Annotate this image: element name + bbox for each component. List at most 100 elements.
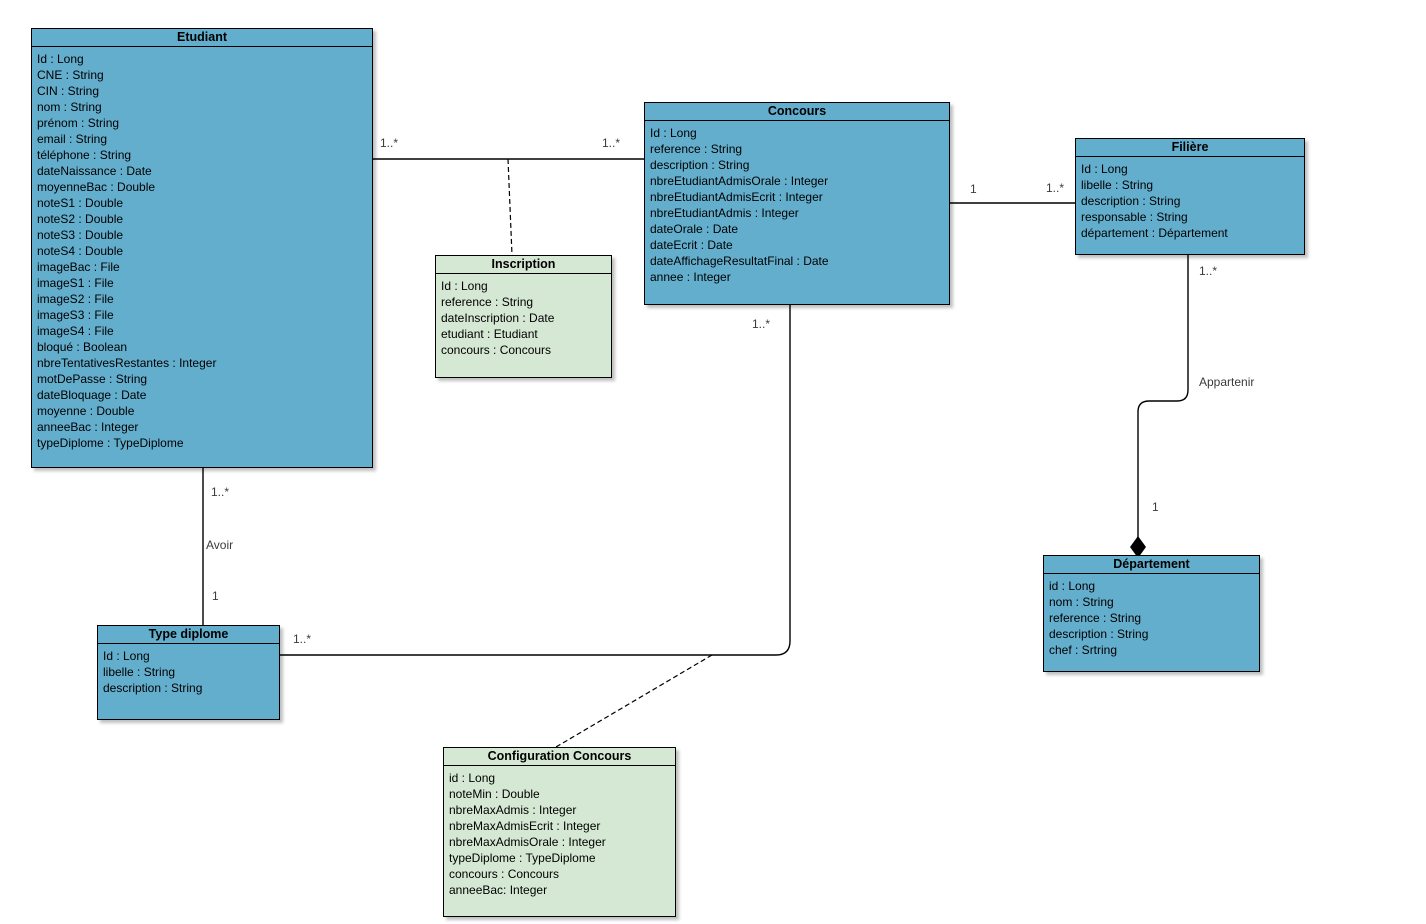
class-attribute: imageS3 : File	[37, 308, 114, 322]
class-attribute: CIN : String	[37, 84, 100, 98]
class-attribute: imageBac : File	[37, 260, 120, 274]
class-attribute: nbreEtudiantAdmisOrale : Integer	[650, 174, 829, 188]
class-title: Configuration Concours	[444, 748, 675, 766]
edge-typediplome-concours	[280, 305, 791, 656]
class-attribute: anneeBac : Integer	[37, 420, 139, 434]
class-attributes: Id : Long libelle : String description : S…	[1076, 157, 1304, 241]
class-attribute: nom : String	[1049, 595, 1114, 609]
class-attribute: prénom : String	[37, 116, 120, 130]
class-attribute: reference : String	[1049, 611, 1142, 625]
class-attribute: anneeBac: Integer	[449, 883, 548, 897]
class-attribute: nbreTentativesRestantes : Integer	[37, 356, 217, 370]
class-configuration-concours: Configuration Concours id : Long noteMin …	[443, 747, 676, 917]
class-title: Etudiant	[32, 29, 372, 47]
class-attribute: CNE : String	[37, 68, 104, 82]
class-title: Département	[1044, 556, 1259, 574]
class-attribute: libelle : String	[103, 665, 176, 679]
class-title: Inscription	[436, 256, 611, 274]
edge-configuration-association	[555, 654, 713, 748]
class-attribute: département : Département	[1081, 226, 1228, 240]
class-attribute: imageS4 : File	[37, 324, 114, 338]
class-attribute: nbreEtudiantAdmis : Integer	[650, 206, 799, 220]
multiplicity-etudiant-typediplome-source: 1..*	[211, 485, 230, 499]
class-concours: Concours Id : Long reference : String desc…	[644, 102, 950, 305]
class-attribute: dateEcrit : Date	[650, 238, 733, 252]
class-attribute: etudiant : Etudiant	[441, 327, 538, 341]
multiplicity-etudiant-concours-target: 1..*	[602, 136, 621, 150]
class-attribute: nbreEtudiantAdmisEcrit : Integer	[650, 190, 823, 204]
class-attribute: dateNaissance : Date	[37, 164, 152, 178]
edge-filiere-departement	[1137, 255, 1189, 538]
multiplicity-concours-filiere-target: 1..*	[1046, 181, 1065, 195]
class-attribute: Id : Long	[37, 52, 84, 66]
class-attribute: nom : String	[37, 100, 102, 114]
class-attributes: id : Long nom : String reference : String d…	[1044, 574, 1259, 658]
class-title: Concours	[645, 103, 949, 121]
class-attribute: concours : Concours	[449, 867, 560, 881]
class-attribute: Id : Long	[103, 649, 150, 663]
multiplicity-etudiant-concours-source: 1..*	[380, 136, 399, 150]
class-attribute: bloqué : Boolean	[37, 340, 128, 354]
class-attribute: nbreMaxAdmisEcrit : Integer	[449, 819, 601, 833]
class-departement: Département id : Long nom : String referen…	[1043, 555, 1260, 672]
class-attribute: annee : Integer	[650, 270, 731, 284]
class-attribute: id : Long	[449, 771, 496, 785]
class-attribute: moyenne : Double	[37, 404, 135, 418]
class-attribute: dateInscription : Date	[441, 311, 555, 325]
class-attribute: typeDiplome : TypeDiplome	[449, 851, 596, 865]
class-attribute: reference : String	[650, 142, 743, 156]
class-attribute: description : String	[1049, 627, 1149, 641]
class-attribute: libelle : String	[1081, 178, 1154, 192]
class-attribute: email : String	[37, 132, 108, 146]
class-attribute: description : String	[650, 158, 750, 172]
class-attributes: Id : Long reference : String dateInscripti…	[436, 274, 611, 358]
class-attribute: nbreMaxAdmisOrale : Integer	[449, 835, 606, 849]
class-attributes: Id : Long reference : String description :…	[645, 121, 949, 285]
class-inscription: Inscription Id : Long reference : String d…	[435, 255, 612, 378]
class-attributes: Id : Long libelle : String description : S…	[98, 644, 279, 696]
class-attribute: description : String	[103, 681, 203, 695]
class-title: Type diplome	[98, 626, 279, 644]
class-attribute: id : Long	[1049, 579, 1096, 593]
class-attribute: noteS3 : Double	[37, 228, 124, 242]
composition-diamond-icon	[1130, 536, 1146, 558]
multiplicity-filiere-departement-source: 1..*	[1199, 264, 1218, 278]
class-attribute: noteMin : Double	[449, 787, 540, 801]
class-attribute: Id : Long	[1081, 162, 1128, 176]
class-attribute: Id : Long	[441, 279, 488, 293]
class-attribute: dateOrale : Date	[650, 222, 739, 236]
multiplicity-etudiant-typediplome-target: 1	[212, 589, 219, 603]
edge-label-appartenir: Appartenir	[1199, 375, 1255, 389]
class-attribute: dateBloquage : Date	[37, 388, 147, 402]
class-attribute: noteS1 : Double	[37, 196, 124, 210]
multiplicity-typediplome-concours-target: 1..*	[752, 317, 771, 331]
class-attribute: nbreMaxAdmis : Integer	[449, 803, 577, 817]
class-attribute: imageS2 : File	[37, 292, 114, 306]
edge-label-avoir: Avoir	[206, 538, 234, 552]
edge-inscription-association	[507, 158, 513, 256]
class-attribute: typeDiplome : TypeDiplome	[37, 436, 184, 450]
multiplicity-typediplome-concours-source: 1..*	[293, 632, 312, 646]
class-attributes: id : Long noteMin : Double nbreMaxAdmis : …	[444, 766, 675, 898]
class-attribute: imageS1 : File	[37, 276, 114, 290]
class-title: Filière	[1076, 139, 1304, 157]
class-attribute: reference : String	[441, 295, 534, 309]
class-attribute: Id : Long	[650, 126, 697, 140]
class-attribute: moyenneBac : Double	[37, 180, 156, 194]
class-attribute: téléphone : String	[37, 148, 132, 162]
multiplicity-filiere-departement-target: 1	[1152, 500, 1159, 514]
class-attribute: motDePasse : String	[37, 372, 148, 386]
multiplicity-concours-filiere-source: 1	[970, 182, 977, 196]
class-attribute: description : String	[1081, 194, 1181, 208]
class-typediplome: Type diplome Id : Long libelle : String de…	[97, 625, 280, 720]
class-attribute: responsable : String	[1081, 210, 1188, 224]
class-attribute: noteS2 : Double	[37, 212, 124, 226]
class-filiere: Filière Id : Long libelle : String descrip…	[1075, 138, 1305, 255]
class-attribute: chef : Srtring	[1049, 643, 1118, 657]
class-attribute: dateAffichageResultatFinal : Date	[650, 254, 829, 268]
class-attribute: concours : Concours	[441, 343, 552, 357]
